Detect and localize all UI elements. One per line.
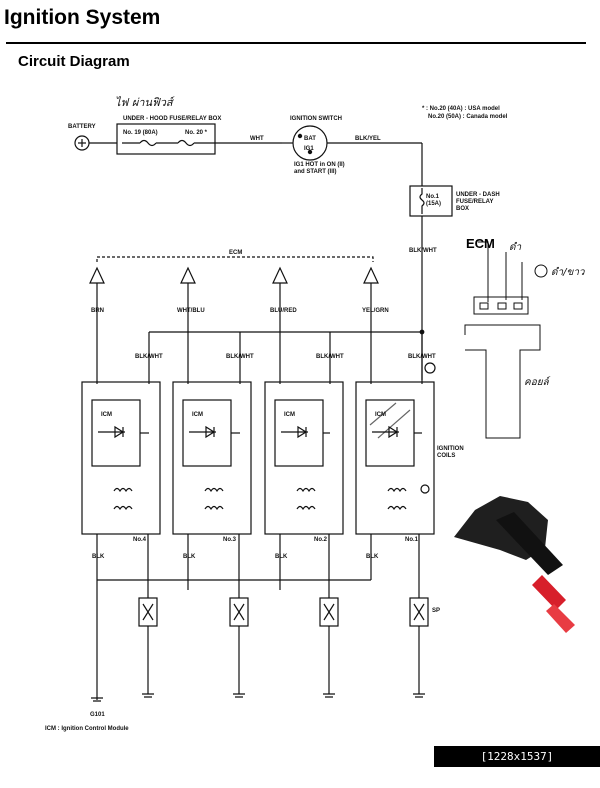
ignition-switch-symbol <box>292 125 328 161</box>
fuse-19-label: No. 19 (80A) <box>123 130 158 136</box>
icm-label-3: ICM <box>192 412 203 418</box>
icm-legend: ICM : Ignition Control Module <box>45 726 129 732</box>
wire-blk-wht-4: BLK/WHT <box>135 354 163 360</box>
ig1-label: IG1 <box>304 146 314 152</box>
battery-label: BATTERY <box>68 124 96 130</box>
hood-handwriting: ไฟ ผ่านฟิวส์ <box>115 96 176 109</box>
pin-handwriting-2: ดำ/ขาว <box>551 266 586 278</box>
switch-note-2: and START (III) <box>294 169 337 175</box>
icm-label-4: ICM <box>101 412 112 418</box>
coil-handwriting: คอยล์ <box>524 376 551 388</box>
switch-note-1: IG1 HOT in ON (II) <box>294 162 345 168</box>
signal-wht-blu: WHT/BLU <box>177 308 205 314</box>
coil-label-2: No.2 <box>314 537 328 543</box>
wire-blk-yel: BLK/YEL <box>355 136 381 142</box>
wire-blk-wht-3: BLK/WHT <box>226 354 254 360</box>
circuit-diagram: BATTERY UNDER - HOOD FUSE/RELAY BOX No. … <box>45 96 586 732</box>
signal-arrows <box>89 266 379 284</box>
wire-blk-1: BLK <box>366 554 379 560</box>
footnote-1: * : No.20 (40A) : USA model <box>422 106 500 112</box>
ecm-label: ECM <box>229 250 242 256</box>
fuse-20-label: No. 20 * <box>185 130 208 136</box>
wire-wht: WHT <box>250 136 264 142</box>
dash-title-3: BOX <box>456 206 469 212</box>
dash-title-2: FUSE/RELAY <box>456 199 493 205</box>
footnote-2: No.20 (50A) : Canada model <box>428 114 508 120</box>
coil-label-3: No.3 <box>223 537 237 543</box>
coil-pack-1 <box>355 362 436 535</box>
ignition-coil-illustration <box>454 496 575 633</box>
ecm-connector-sketch <box>464 241 548 439</box>
signal-blu-red: BLU/RED <box>270 308 297 314</box>
watermark: [1228x1537] http://upic.me/ <box>434 746 600 784</box>
coil-pack-3 <box>172 381 252 535</box>
ecm-sketch-label: ECM <box>466 236 495 251</box>
pin-handwriting-1: ดำ <box>509 241 521 253</box>
signal-brn: BRN <box>91 308 104 314</box>
ground-symbols <box>91 693 425 702</box>
ground-label: G101 <box>90 712 105 718</box>
coil-pack-2 <box>264 381 344 535</box>
wire-blk-wht-main: BLK/WHT <box>409 248 437 254</box>
ignition-coils-1: IGNITION <box>437 446 464 452</box>
coil-label-4: No.4 <box>133 537 147 543</box>
ignition-coils-2: COILS <box>437 453 455 459</box>
dash-fuse: No.1 <box>426 194 440 200</box>
under-dash-fuse-box <box>409 185 453 217</box>
hood-box-title: UNDER - HOOD FUSE/RELAY BOX <box>123 116 221 122</box>
dash-title-1: UNDER - DASH <box>456 192 500 198</box>
dash-amp: (15A) <box>426 201 441 207</box>
title-rule <box>6 42 586 44</box>
ignition-switch-title: IGNITION SWITCH <box>290 116 342 122</box>
spark-plugs <box>138 597 429 627</box>
icm-label-1: ICM <box>375 412 386 418</box>
wire-blk-wht-1: BLK/WHT <box>408 354 436 360</box>
coil-label-1: No.1 <box>405 537 419 543</box>
wire-blk-wht-2: BLK/WHT <box>316 354 344 360</box>
plug-label: SP <box>432 608 440 614</box>
page-title: Ignition System <box>4 6 161 29</box>
section-title: Circuit Diagram <box>18 53 130 70</box>
hood-fuse-box <box>116 123 216 155</box>
wire-blk-4: BLK <box>92 554 105 560</box>
wire-blk-3: BLK <box>183 554 196 560</box>
icm-label-2: ICM <box>284 412 295 418</box>
signal-yel-grn: YEL/GRN <box>362 308 389 314</box>
wire-blk-2: BLK <box>275 554 288 560</box>
coil-pack-4 <box>81 381 161 535</box>
bat-label: BAT <box>304 136 316 142</box>
